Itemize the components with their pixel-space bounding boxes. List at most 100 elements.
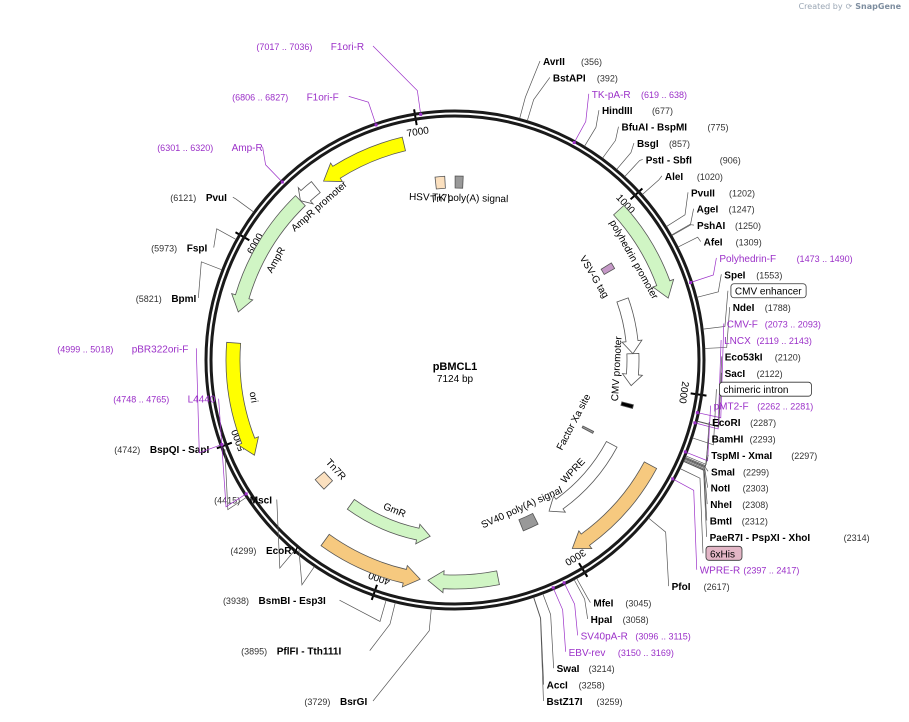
site-name: TK-pA-R [592,90,631,101]
site-label-amp-r: Amp-R(6301 .. 6320) [157,143,263,154]
site-name: BsrGI [340,697,367,708]
feature-tag-text: chimeric intron [723,385,788,396]
site-label-pbr322ori-f: pBR322ori-F(4999 .. 5018) [57,344,188,355]
label-leader [224,449,247,511]
site-name: NotI [711,484,731,495]
tick-7000 [413,109,418,126]
site-name: BfuAI - BspMI [622,123,688,134]
site-label-pfoi: PfoI(2617) [672,582,730,593]
site-position: (2617) [704,582,730,592]
site-name: PvuI [206,193,227,204]
feature-label-ori: ori [247,391,260,404]
site-name: NdeI [733,303,755,314]
label-leader [576,578,591,603]
label-leader [542,593,554,669]
site-position: (1202) [729,188,755,198]
site-name: BstZ17I [546,697,582,708]
label-leader [699,323,725,419]
feature-label-vsv-g-tag: VSV-G tag [577,254,611,300]
label-leader [684,458,709,472]
label-leader [666,192,689,227]
label-leader [553,589,567,652]
site-position: (2308) [742,500,768,510]
site-position: (5821) [136,294,162,304]
label-leader [704,307,731,349]
site-name: SacI [725,369,746,380]
tick-label: 7000 [406,125,430,140]
site-label-paer7i-pspxi-xhoi: PaeR7I - PspXI - XhoI(2314) [710,533,870,544]
site-label-tk-pa-r: TK-pA-R(619 .. 638) [592,90,687,101]
site-position: (3045) [625,599,651,609]
site-name: CMV-F [727,320,758,331]
site-position: (2397 .. 2417) [743,566,799,576]
site-label-msci: MscI(4415) [214,495,272,506]
site-label-ebv-rev: EBV-rev(3150 .. 3169) [569,648,674,659]
primer-site-marker [244,492,248,496]
site-position: (3258) [579,681,605,691]
site-label-hindiii: HindIII (677) [602,106,673,117]
site-position: (3214) [589,664,615,674]
feature-wpre [548,440,618,513]
feature-ampr-promoter [297,181,321,205]
label-leader [213,228,237,248]
site-position: (677) [652,106,673,116]
tick-6000 [234,231,250,242]
label-leader [573,579,589,620]
label-leader [684,458,709,488]
site-label-bstz17i: BstZ17I(3259) [546,697,622,708]
feature-ampr [231,195,306,313]
label-leader [276,499,295,569]
site-label-avrii: AvrII(356) [543,57,602,68]
site-label-ecori: EcoRI(2287) [712,418,776,429]
site-name: AvrII [543,57,565,68]
site-name: pBR322ori-F [132,344,189,355]
site-name: HindIII [602,106,633,117]
feature-label-tn7l: Tn7L [430,193,454,206]
site-position: (4748 .. 4765) [113,395,169,405]
site-name: LNCX [724,336,751,347]
site-label-bsrgi: BsrGI(3729) [304,697,367,708]
site-label-saci: SacI(2122) [725,369,783,380]
site-position: (3938) [223,596,249,606]
feature-f1-ori [322,136,406,182]
site-name: AgeI [697,205,719,216]
site-position: (6121) [170,193,196,203]
feature-gmr-outer [320,533,421,588]
site-name: BsmBI - Esp3I [259,596,326,607]
label-leader [683,459,708,505]
site-name: AleI [665,172,684,183]
label-leader [519,60,541,119]
site-position: (2293) [750,434,776,444]
site-position: (2303) [743,484,769,494]
site-name: Polyhedrin-F [719,254,776,265]
site-name: L4440 [188,395,216,406]
site-position: (2312) [742,516,768,526]
label-leader [683,461,707,537]
label-leader [298,549,315,586]
feature-polyhedrin-promoter [613,204,675,299]
site-name: WPRE-R [700,566,741,577]
site-label-hpai: HpaI(3058) [591,615,649,626]
label-leader [232,196,254,213]
primer-site-marker [419,112,423,116]
site-position: (2119 .. 2143) [757,336,812,346]
tick-5000 [216,441,233,450]
label-leader [372,45,421,113]
site-label-nhei: NheI(2308) [710,500,768,511]
feature-hsv-tk-poly-a-signal [454,175,464,189]
primer-site-marker [220,443,224,447]
site-position: (3150 .. 3169) [618,648,674,658]
label-leader [526,77,551,121]
site-label-f1ori-r: F1ori-R(7017 .. 7036) [256,42,364,53]
site-position: (1250) [735,221,761,231]
site-name: PstI - SbfI [646,155,692,166]
tick-label: 2000 [676,381,690,405]
tick-2000 [690,392,707,397]
site-label-pshai: PshAI(1250) [697,221,761,232]
site-position: (1788) [765,303,791,313]
site-position: (3096 .. 3115) [635,631,690,641]
site-position: (1020) [697,172,723,182]
site-label-ecorv: EcoRV(4299) [230,546,298,557]
site-position: (2314) [844,533,870,543]
site-name: TspMI - XmaI [711,451,772,462]
